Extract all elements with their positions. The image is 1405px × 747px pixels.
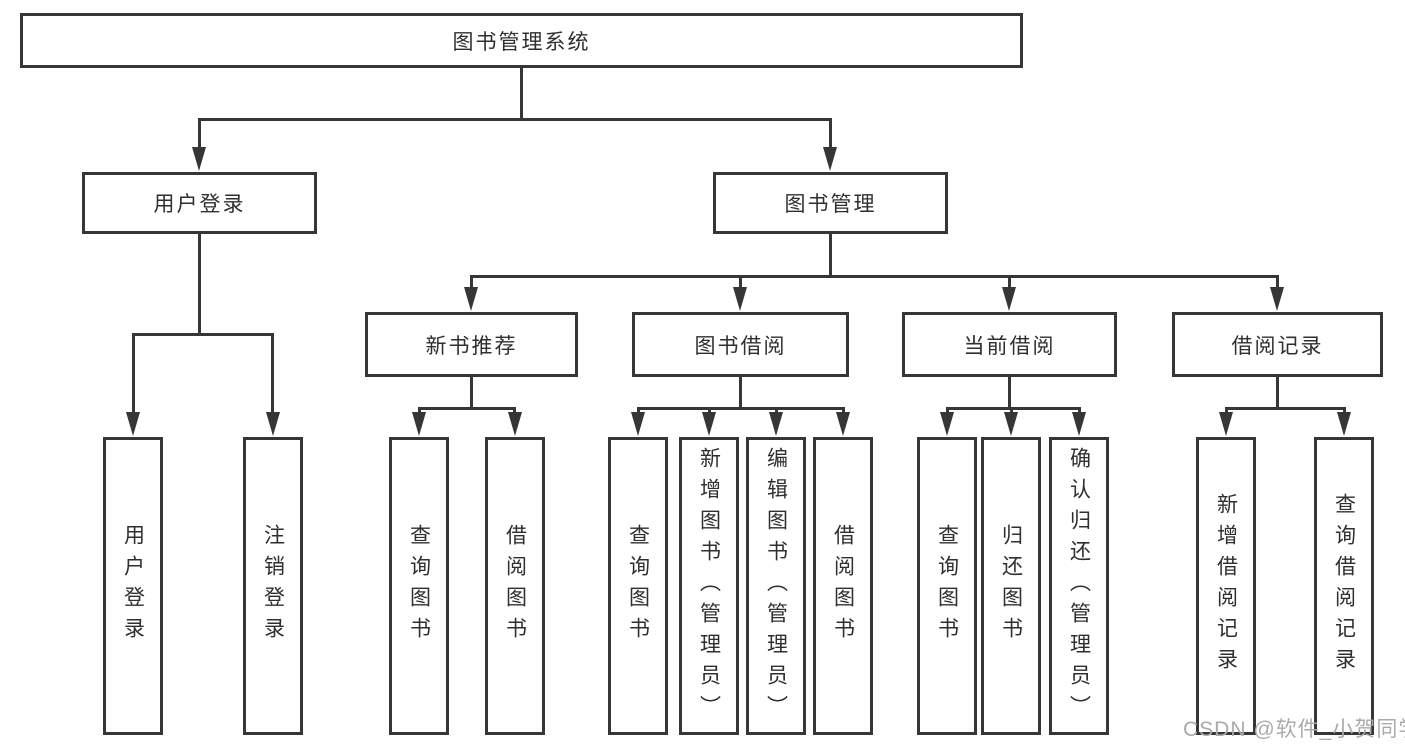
leaf-borrow-book: 借阅图书 <box>813 437 873 735</box>
arrow-to-leaf-return-book-icon <box>1004 412 1018 436</box>
connector-borrow-record-branch <box>1225 407 1345 410</box>
connector-to-borrow-record-shaft <box>1276 275 1279 289</box>
node-book-borrow: 图书借阅 <box>632 312 849 377</box>
leaf-logout-label: 注销登录 <box>261 524 285 648</box>
connector-leaf-shaft <box>842 407 845 414</box>
connector-book-borrow-stem <box>739 377 742 409</box>
connector-leaf-shaft <box>1010 407 1013 414</box>
connector-user-login-branch <box>132 333 274 336</box>
node-new-book-recommend: 新书推荐 <box>365 312 578 377</box>
node-new-book-recommend-label: 新书推荐 <box>425 334 518 358</box>
connector-leaf-shaft <box>946 407 949 414</box>
arrow-to-leaf-add-record-icon <box>1219 412 1233 436</box>
node-book-borrow-label: 图书借阅 <box>694 334 787 358</box>
leaf-query-borrow-record-label: 查询借阅记录 <box>1332 493 1356 679</box>
leaf-return-book: 归还图书 <box>981 437 1041 735</box>
arrow-to-new-book-icon <box>464 287 478 311</box>
node-book-management: 图书管理 <box>713 172 948 234</box>
arrow-to-user-login-icon <box>192 147 206 171</box>
connector-new-book-branch <box>418 407 516 410</box>
connector-leaf-shaft <box>418 407 421 414</box>
leaf-logout: 注销登录 <box>243 437 303 735</box>
node-user-login: 用户登录 <box>82 172 317 234</box>
connector-to-leaf-logout-shaft <box>271 333 274 414</box>
connector-leaf-shaft <box>1225 407 1228 414</box>
leaf-query-book-borrow: 查询图书 <box>608 437 668 735</box>
leaf-query-borrow-record: 查询借阅记录 <box>1314 437 1374 735</box>
connector-new-book-stem <box>470 377 473 409</box>
leaf-user-login-label: 用户登录 <box>121 524 145 648</box>
leaf-query-book-recommend-label: 查询图书 <box>407 524 431 648</box>
arrow-to-leaf-query-book-1-icon <box>412 412 426 436</box>
arrow-to-leaf-borrow-book-1-icon <box>508 412 522 436</box>
arrow-to-leaf-user-login-icon <box>126 412 140 436</box>
node-user-login-label: 用户登录 <box>153 193 246 216</box>
arrow-to-book-management-icon <box>823 147 837 171</box>
connector-to-book-borrow-shaft <box>739 275 742 289</box>
leaf-query-book-borrow-label: 查询图书 <box>626 524 650 648</box>
connector-user-login-stem <box>198 234 201 335</box>
node-current-borrow-label: 当前借阅 <box>963 334 1056 358</box>
node-root-label: 图书管理系统 <box>452 30 591 54</box>
leaf-edit-book-admin-label: 编辑图书（管理员） <box>764 446 788 726</box>
connector-to-current-borrow-shaft <box>1008 275 1011 289</box>
connector-leaf-shaft <box>1078 407 1081 414</box>
leaf-add-book-admin-label: 新增图书（管理员） <box>697 446 721 726</box>
connector-book-borrow-branch <box>637 407 844 410</box>
leaf-add-borrow-record-label: 新增借阅记录 <box>1214 493 1238 679</box>
leaf-borrow-book-label: 借阅图书 <box>831 524 855 648</box>
connector-book-management-branch <box>470 275 1278 278</box>
connector-root-stem <box>520 68 523 120</box>
arrow-to-leaf-query-record-icon <box>1337 412 1351 436</box>
connector-leaf-shaft <box>637 407 640 414</box>
connector-leaf-shaft <box>708 407 711 414</box>
connector-to-leaf-user-login-shaft <box>132 333 135 414</box>
node-borrow-record: 借阅记录 <box>1172 312 1383 377</box>
arrow-to-leaf-confirm-return-icon <box>1072 412 1086 436</box>
leaf-edit-book-admin: 编辑图书（管理员） <box>746 437 806 735</box>
node-current-borrow: 当前借阅 <box>902 312 1117 377</box>
leaf-user-login: 用户登录 <box>103 437 163 735</box>
node-borrow-record-label: 借阅记录 <box>1231 334 1324 358</box>
connector-to-book-management-shaft <box>829 118 832 149</box>
connector-leaf-shaft <box>775 407 778 414</box>
arrow-to-leaf-logout-icon <box>266 412 280 436</box>
leaf-borrow-book-recommend: 借阅图书 <box>485 437 545 735</box>
connector-current-borrow-branch <box>946 407 1080 410</box>
leaf-return-book-label: 归还图书 <box>999 524 1023 648</box>
node-root-library-system: 图书管理系统 <box>20 13 1023 68</box>
connector-current-borrow-stem <box>1008 376 1011 409</box>
arrow-to-leaf-query-book-2-icon <box>631 412 645 436</box>
leaf-add-borrow-record: 新增借阅记录 <box>1196 437 1256 735</box>
leaf-query-book-recommend: 查询图书 <box>389 437 449 735</box>
leaf-borrow-book-recommend-label: 借阅图书 <box>503 524 527 648</box>
node-book-management-label: 图书管理 <box>784 193 877 216</box>
csdn-watermark: CSDN @软件_小贺同学 <box>1183 718 1405 741</box>
leaf-confirm-return-admin: 确认归还（管理员） <box>1049 437 1109 735</box>
arrow-to-leaf-borrow-book-2-icon <box>836 412 850 436</box>
connector-to-user-login-shaft <box>198 118 201 149</box>
arrow-to-current-borrow-icon <box>1002 287 1016 311</box>
leaf-query-book-current-label: 查询图书 <box>935 524 959 648</box>
leaf-add-book-admin: 新增图书（管理员） <box>679 437 739 735</box>
arrow-to-leaf-add-book-icon <box>702 412 716 436</box>
connector-leaf-shaft <box>513 407 516 414</box>
leaf-confirm-return-admin-label: 确认归还（管理员） <box>1067 446 1091 726</box>
connector-root-branch <box>198 118 832 121</box>
connector-to-new-book-shaft <box>470 275 473 289</box>
arrow-to-borrow-record-icon <box>1270 287 1284 311</box>
leaf-query-book-current: 查询图书 <box>917 437 977 735</box>
arrow-to-book-borrow-icon <box>733 287 747 311</box>
connector-leaf-shaft <box>1343 407 1346 414</box>
connector-borrow-record-stem <box>1276 376 1279 409</box>
arrow-to-leaf-edit-book-icon <box>769 412 783 436</box>
arrow-to-leaf-query-book-3-icon <box>940 412 954 436</box>
connector-book-management-stem <box>829 234 832 277</box>
